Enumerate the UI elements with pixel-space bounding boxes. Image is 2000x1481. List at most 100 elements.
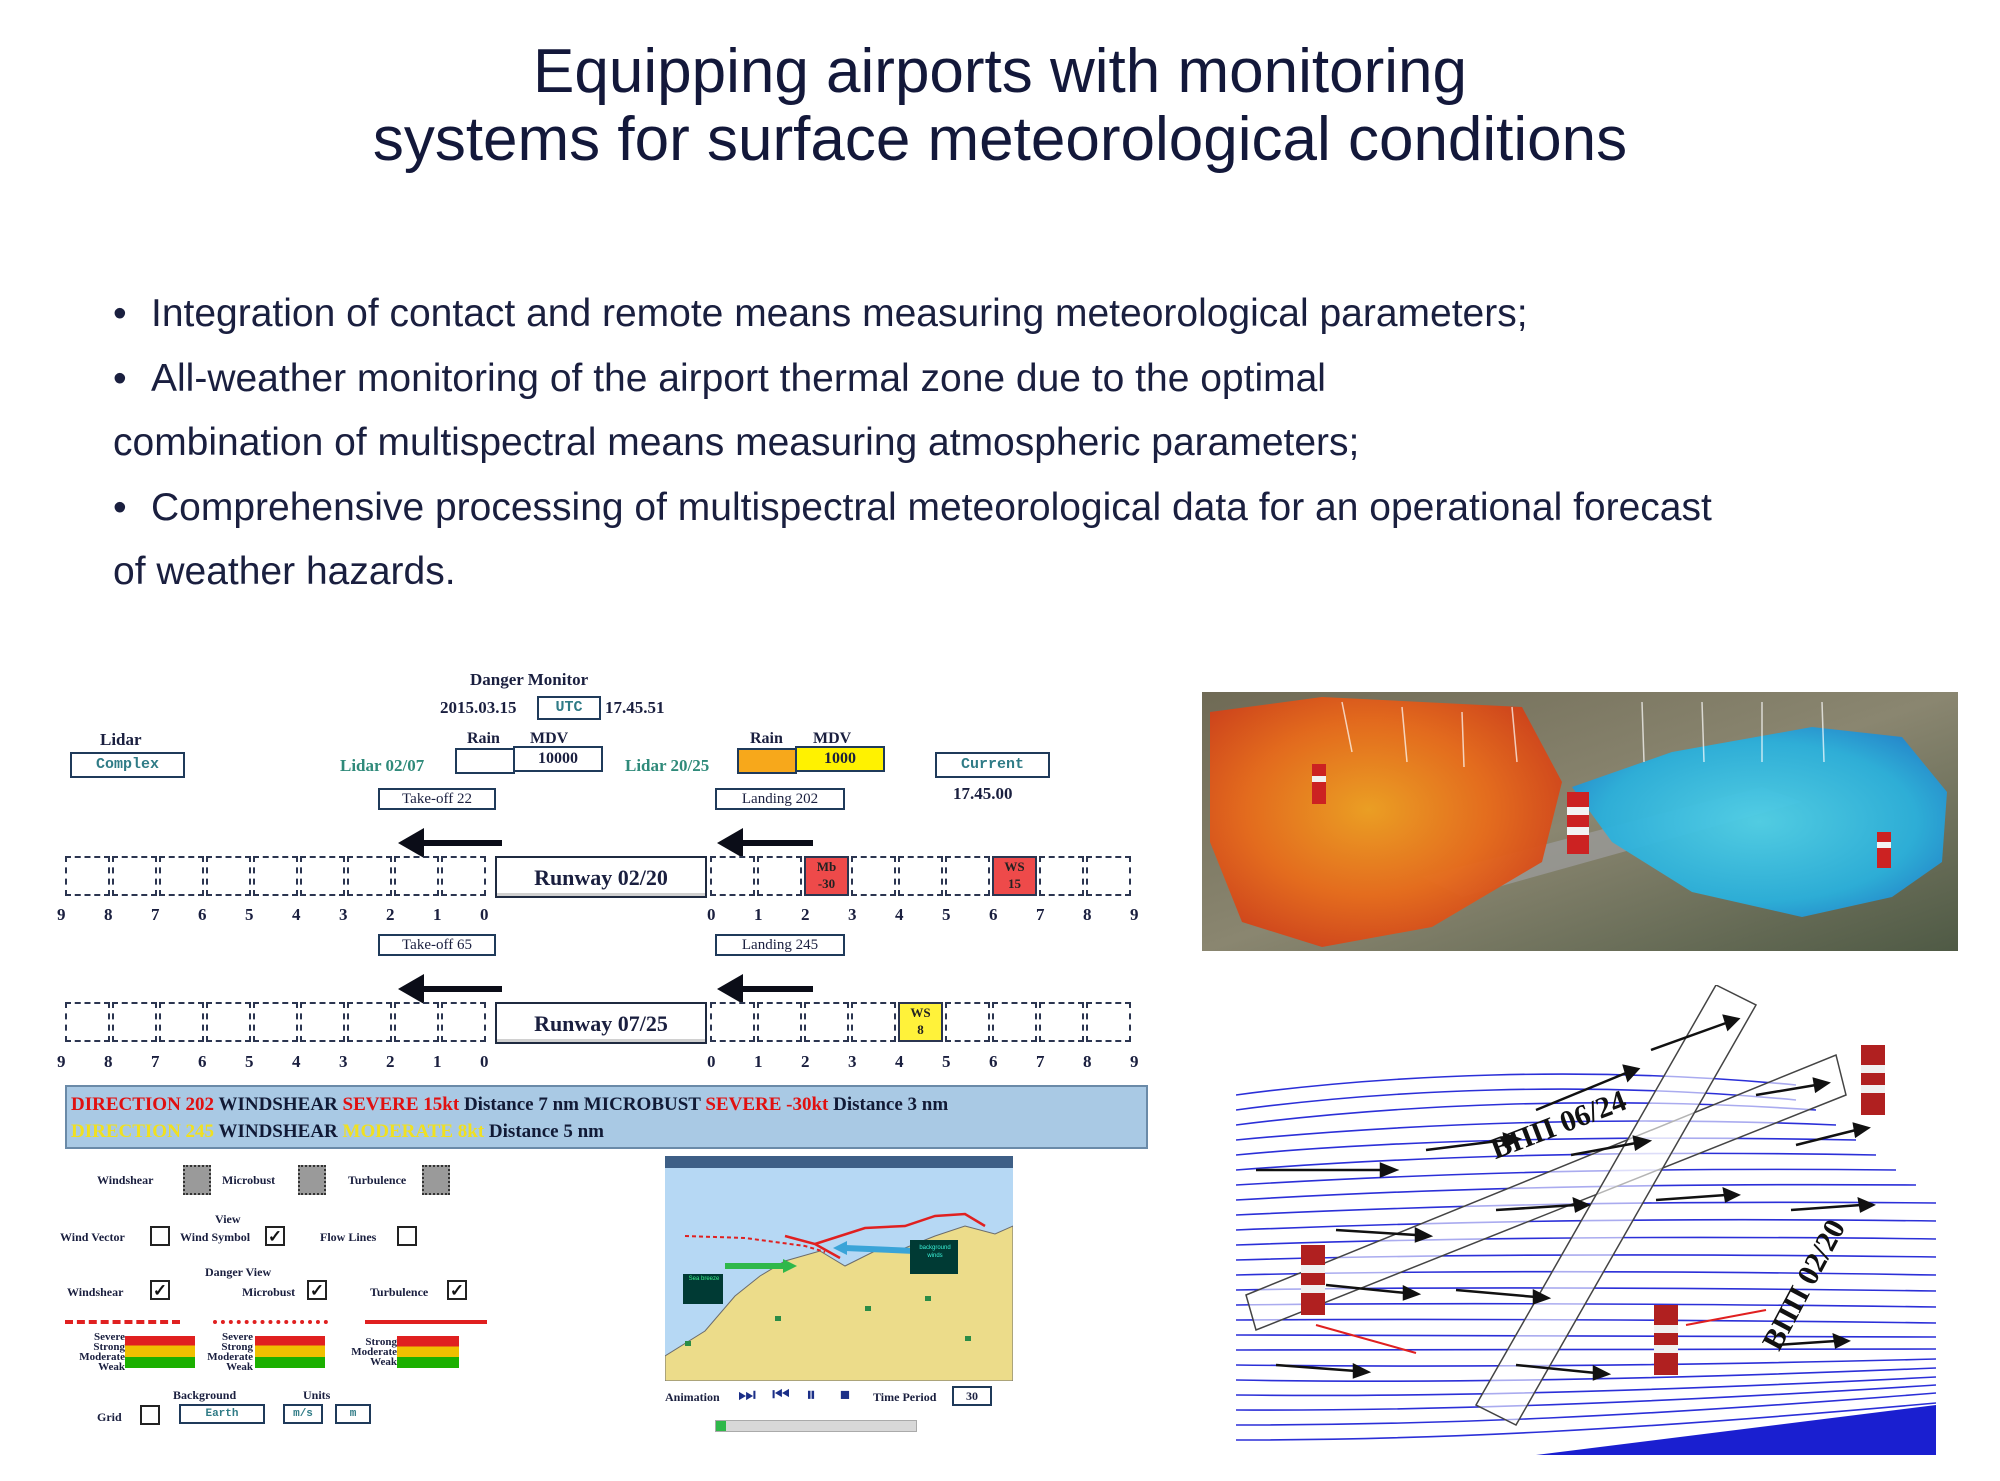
range-cell [1039,856,1084,896]
mdv-left-label: MDV [530,730,569,747]
bullet-text: Integration of contact and remote means … [151,292,1528,335]
title-line-2: systems for surface meteorological condi… [372,105,1628,174]
step-back-icon[interactable]: ⏮ [772,1384,790,1406]
pause-icon[interactable]: ⏸ [806,1384,816,1406]
range-cell [945,856,990,896]
bullet-marker: • [113,485,127,529]
windshear-view-checkbox[interactable]: ✓ [150,1280,170,1300]
intensity-label: Moderate [351,1346,397,1358]
scale-tick: 0 [707,1052,716,1071]
range-cell [253,1002,298,1042]
range-cell [300,1002,345,1042]
legend-turbulence: Turbulence [348,1173,407,1187]
slide-title: Equipping airports with monitoring syste… [0,38,2000,174]
windshear-8-cell: WS 8 [898,1002,943,1042]
intensity-label: Strong [365,1336,397,1348]
alert-bar: DIRECTION 202 WINDSHEAR SEVERE 15kt Dist… [65,1085,1148,1149]
range-cell [710,856,755,896]
title-line-1: Equipping airports with monitoring [533,37,1467,106]
runway-streamline-diagram: ВПП 06/24 ВПП 02/20 [1236,985,1936,1455]
scale-tick: 0 [707,905,716,924]
runway1-left-cells [65,856,488,896]
bullet-continuation: combination of multispectral means measu… [113,421,1360,464]
scale-tick: 4 [292,905,301,924]
current-time: 17.45.00 [953,784,1013,803]
scale-tick: 4 [895,1052,904,1071]
scale-tick: 5 [942,1052,951,1071]
intensity-label: Severe [222,1331,253,1343]
grid-checkbox[interactable] [140,1405,160,1425]
turbulence-view-checkbox[interactable]: ✓ [447,1280,467,1300]
alert-distance: Distance 7 nm [459,1094,584,1115]
time-period-input[interactable]: 30 [952,1386,992,1406]
intensity-label: Moderate [79,1351,125,1363]
background-earth-button[interactable]: Earth [179,1404,265,1424]
scale-tick: 1 [754,1052,763,1071]
bullet-marker: • [113,356,127,400]
bullet-item: •Comprehensive processing of multispectr… [113,476,1913,541]
scale-tick: 6 [198,1052,207,1071]
stop-icon[interactable]: ⏹ [840,1384,850,1406]
microburst-cell: Mb -30 [804,856,849,896]
scale-tick: 2 [386,1052,395,1071]
range-cell [804,1002,849,1042]
alert-distance: Distance 5 nm [484,1121,604,1142]
scale-tick: 2 [801,1052,810,1071]
alert-distance: Distance 3 nm [828,1094,949,1115]
animation-progress[interactable] [715,1420,917,1432]
scale-tick: 9 [1130,1052,1139,1071]
takeoff-65-arrow [398,974,502,1004]
range-cell [757,1002,802,1042]
progress-fill [716,1421,726,1431]
wind-vector-label: Wind Vector [60,1230,125,1244]
runway-02-20: Runway 02/20 [495,856,707,898]
intensity-label: Strong [93,1341,125,1353]
range-cell [1086,856,1131,896]
flow-lines-checkbox[interactable] [397,1226,417,1246]
view-label: View [215,1212,241,1226]
range-cell [253,856,298,896]
microbust-view-checkbox[interactable]: ✓ [307,1280,327,1300]
background-label: Background [173,1388,237,1402]
wind-vector-checkbox[interactable] [150,1226,170,1246]
streamline-graphic [1236,985,1936,1455]
alert-direction: DIRECTION 245 [71,1121,215,1142]
windshear-swatch [183,1165,211,1195]
range-cell [347,1002,392,1042]
alert-direction: DIRECTION 202 [71,1094,215,1115]
windshear-line-style [65,1320,180,1324]
turbulence-view-label: Turbulence [370,1285,429,1299]
sea-breeze-label: Sea breeze [688,1276,720,1282]
step-forward-icon[interactable]: ⏭ [738,1384,756,1406]
turbulence-swatch [422,1165,450,1195]
lidar-mode-button[interactable]: Complex [70,752,185,778]
current-button[interactable]: Current [935,752,1050,778]
range-cell [65,1002,110,1042]
units-m-button[interactable]: m [335,1404,371,1424]
range-cell [347,856,392,896]
mdv-right-label: MDV [813,730,852,747]
alert-line-1: DIRECTION 202 WINDSHEAR SEVERE 15kt Dist… [71,1091,1142,1118]
intensity-label: Moderate [207,1351,253,1363]
scale-tick: 9 [57,905,66,924]
animation-label: Animation [665,1390,720,1404]
background-winds-label: background winds [919,1245,951,1259]
landing-202-box: Landing 202 [715,788,845,810]
wind-symbol-checkbox[interactable]: ✓ [265,1226,285,1246]
utc-button[interactable]: UTC [537,696,601,720]
scale-tick: 8 [104,1052,113,1071]
units-ms-button[interactable]: m/s [283,1404,323,1424]
coastal-wind-map: Sea breeze background winds [665,1156,1013,1381]
mdv-left-value: 10000 [513,746,603,772]
danger-view-label: Danger View [205,1265,272,1279]
scale1-gradient [125,1336,195,1368]
landing-245-arrow [717,974,813,1004]
scale-tick: 2 [386,905,395,924]
scale-tick: 0 [480,1052,489,1071]
range-cell [898,856,943,896]
alert-type: WINDSHEAR [214,1094,343,1115]
